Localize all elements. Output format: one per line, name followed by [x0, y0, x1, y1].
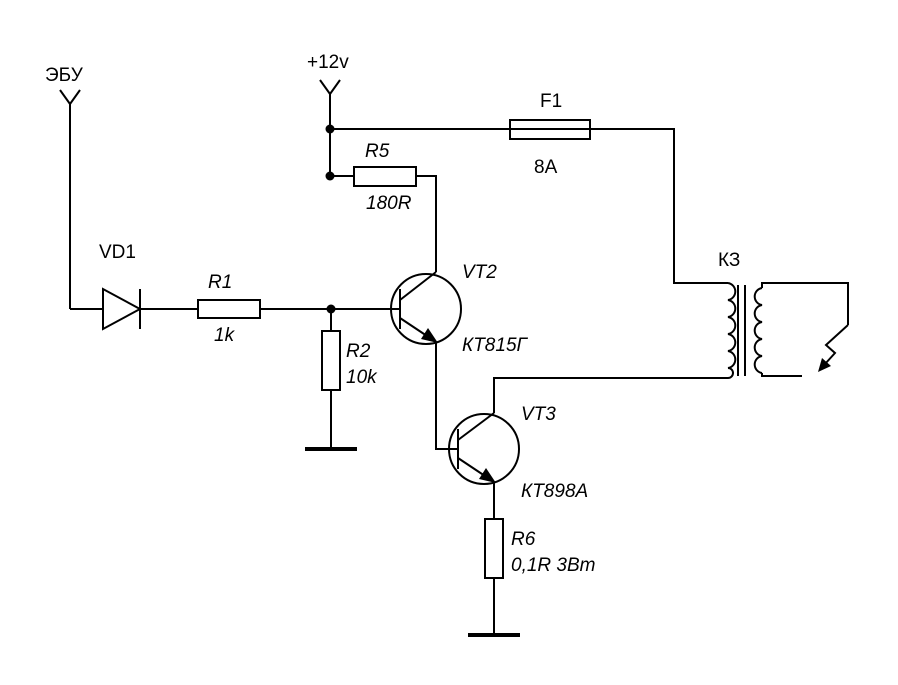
f1-ref: F1 — [540, 91, 562, 112]
r1-ref: R1 — [208, 272, 232, 293]
wire-vt3-coil — [493, 377, 728, 413]
r6-value: 0,1R 3Вт — [511, 555, 595, 576]
vt3-value: КТ898А — [521, 481, 588, 502]
r2-value: 10k — [346, 367, 378, 388]
resistor-r6 — [468, 482, 520, 637]
vt2-value: КТ815Г — [462, 335, 529, 356]
supply-terminal — [319, 79, 510, 176]
vt2-ref: VT2 — [462, 262, 497, 283]
resistor-r2 — [305, 309, 357, 451]
ignition-coil — [727, 282, 849, 379]
r5-ref: R5 — [365, 141, 390, 162]
supply-label: +12v — [307, 52, 349, 73]
resistor-r5 — [330, 166, 437, 272]
coil-label: КЗ — [718, 250, 740, 271]
r2-ref: R2 — [346, 341, 371, 362]
ecu-label: ЭБУ — [45, 65, 84, 86]
fuse-f1 — [509, 119, 728, 284]
r1-value: 1k — [214, 325, 236, 346]
r6-ref: R6 — [511, 529, 536, 550]
wire-vt2-vt3 — [435, 342, 458, 450]
vd1-label: VD1 — [99, 242, 136, 263]
resistor-r1 — [197, 299, 400, 319]
vt3-ref: VT3 — [521, 404, 556, 425]
diode-vd1 — [102, 287, 198, 331]
ecu-terminal — [59, 89, 81, 309]
transistor-vt3 — [448, 412, 520, 485]
r5-value: 180R — [366, 193, 412, 214]
transistor-vt2 — [390, 271, 462, 345]
f1-value: 8A — [534, 157, 558, 178]
junction-supply-top — [325, 124, 335, 134]
spark-arrow — [818, 324, 849, 372]
